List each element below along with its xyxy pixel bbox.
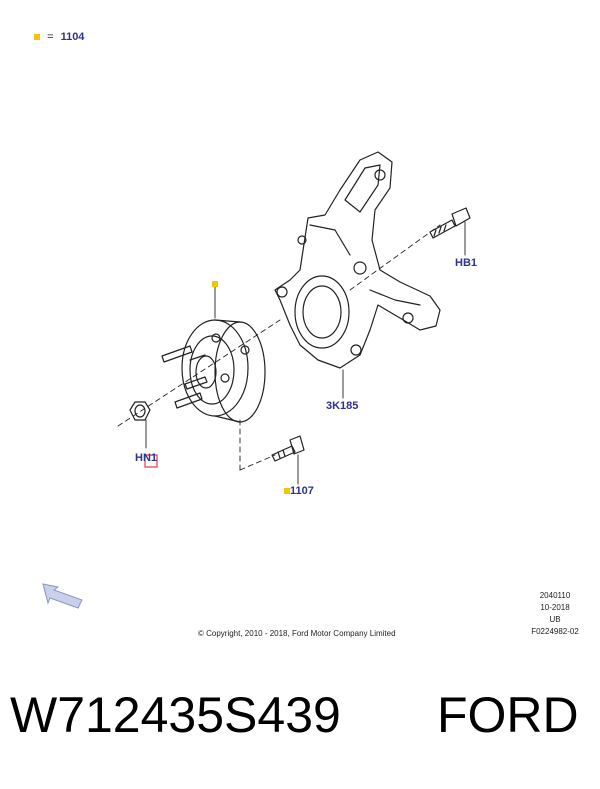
legend-marker-icon bbox=[34, 34, 40, 41]
bolt-hb1 bbox=[429, 207, 471, 239]
callout-hb1[interactable]: HB1 bbox=[455, 257, 478, 269]
part-number: W712435S439 bbox=[10, 687, 341, 743]
legend: = 1104 bbox=[34, 31, 84, 43]
navigation-arrow-icon[interactable] bbox=[42, 583, 83, 609]
hub-nut-hn1 bbox=[129, 401, 151, 421]
leader-lines bbox=[145, 221, 466, 485]
copyright: © Copyright, 2010 - 2018, Ford Motor Com… bbox=[198, 629, 396, 638]
callout-1107-marker-icon bbox=[284, 488, 290, 495]
legend-symbol: = bbox=[47, 31, 54, 43]
wheel-hub-bearing bbox=[161, 319, 266, 423]
legend-value: 1104 bbox=[60, 31, 85, 43]
assembly-axis-lines bbox=[117, 224, 441, 471]
diagram-meta: 2040110 10-2018 UB F0224982-02 bbox=[520, 590, 590, 638]
callout-1107-label: 1107 bbox=[290, 485, 314, 497]
hub-marker-icon bbox=[212, 275, 218, 293]
meta-line: 2040110 bbox=[539, 591, 571, 600]
meta-line: UB bbox=[549, 615, 561, 624]
highlight-box bbox=[144, 454, 158, 468]
steering-knuckle bbox=[274, 151, 441, 369]
callout-hn1[interactable]: HN1 bbox=[135, 452, 158, 464]
callout-3k185[interactable]: 3K185 bbox=[326, 400, 359, 412]
meta-line: F0224982-02 bbox=[531, 627, 579, 636]
bolt-1107 bbox=[271, 435, 305, 462]
callout-1107[interactable]: 1107 bbox=[284, 485, 314, 497]
meta-line: 10-2018 bbox=[540, 603, 570, 612]
brand-name: FORD bbox=[437, 687, 579, 743]
